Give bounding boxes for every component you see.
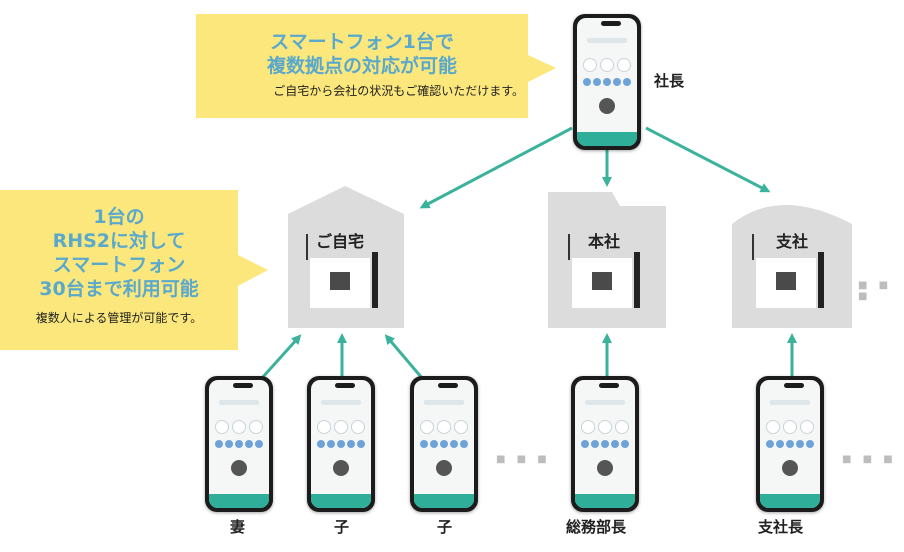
arrow-wife-to-home [260,334,302,380]
left-callout-bubble [0,190,268,350]
label-president: 社長 [654,72,685,90]
label-branch-manager: 支社長 [758,518,804,536]
phone-branch-manager [756,376,824,512]
ellipsis-home-phones: ■ ■ ■ [496,454,551,465]
phone-wife [205,376,273,512]
phone-president [573,14,641,150]
arrow-child2-to-home [384,334,424,379]
building-title-home: ご自宅 [316,232,365,251]
top-callout-sub: ご自宅から会社の状況もご確認いただけます。 [273,84,524,98]
building-title-head-office: 本社 [588,232,621,251]
label-child-2: 子 [437,518,453,536]
label-general-manager: 総務部長 [566,518,627,536]
left-callout-sub: 複数人による管理が可能です。 [35,311,203,325]
ellipsis-branch-phones: ■ ■ ■ [842,454,897,465]
top-callout: スマートフォン1台で 複数拠点の対応が可能 ご自宅から会社の状況もご確認いただけ… [200,30,524,99]
top-callout-bubble [196,14,556,118]
left-callout-line3: スマートフォン [52,254,186,276]
phone-child-1 [307,376,375,512]
left-callout-line1: 1台の [93,206,145,228]
top-callout-line1: スマートフォン1台で [270,31,454,53]
phone-general-manager [571,376,639,512]
top-callout-line2: 複数拠点の対応が可能 [266,55,457,77]
device-head-office [568,234,640,308]
device-home [306,234,378,308]
label-wife: 妻 [230,518,246,536]
building-title-branch-office: 支社 [776,232,809,251]
left-callout-line4: 30台まで利用可能 [39,278,199,300]
arrow-top-to-branch [645,126,771,193]
left-callout: 1台の RHS2に対して スマートフォン 30台まで利用可能 複数人による管理が… [0,205,238,326]
arrow-top-to-home [419,126,573,209]
left-callout-line2: RHS2に対して [52,230,186,252]
label-child-1: 子 [334,518,350,536]
ellipsis-buildings: ■ ■ ■ [858,280,893,302]
phone-child-2 [410,376,478,512]
device-branch-office [752,234,824,308]
